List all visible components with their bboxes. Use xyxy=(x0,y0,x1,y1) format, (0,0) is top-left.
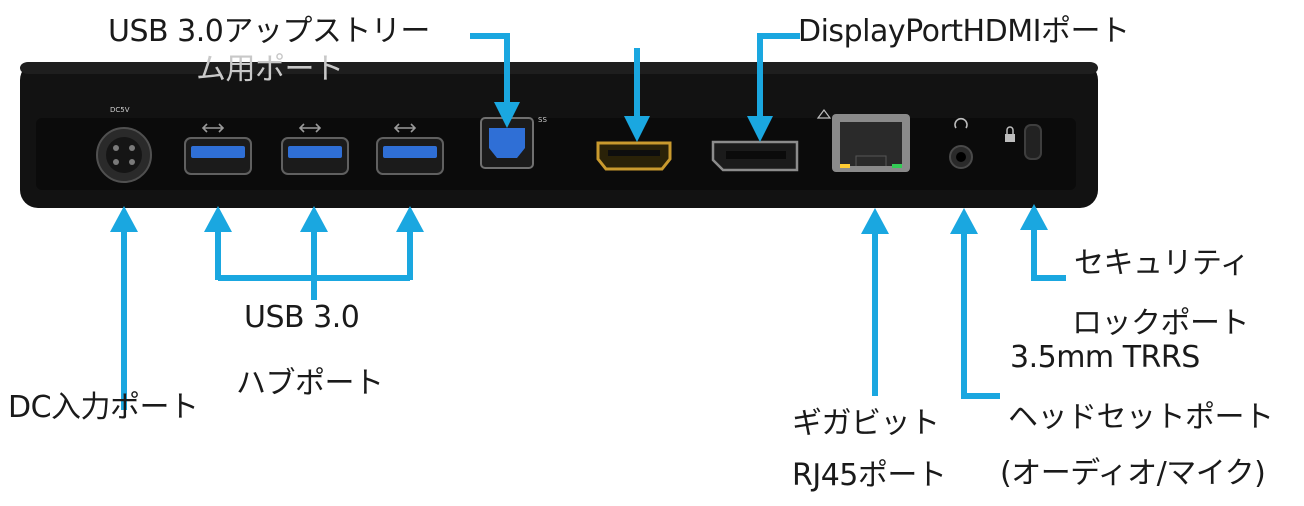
dc-port-icon xyxy=(96,127,152,183)
rj45-port-icon xyxy=(816,109,910,172)
label-headset-line2: ヘッドセットポート xyxy=(1008,400,1274,435)
label-security-line2: ロックポート xyxy=(1072,306,1250,341)
arrows xyxy=(110,33,1066,410)
usb-port-3-icon xyxy=(376,123,444,175)
security-lock-slot-icon xyxy=(1005,124,1042,160)
dc-mark-label: DC5V xyxy=(110,106,130,114)
label-usb-upstream-line1: USB 3.0アップストリー xyxy=(108,14,430,49)
superspeed-mark-label: SS xyxy=(538,116,547,124)
label-security-line1: セキュリティ xyxy=(1074,246,1250,281)
usb-port-1-icon xyxy=(184,123,252,175)
label-usb-hub-line1: USB 3.0 xyxy=(244,300,360,335)
label-headset-line1: 3.5mm TRRS xyxy=(1010,340,1200,375)
headset-port-icon xyxy=(949,117,973,169)
label-headset-line3: (オーディオ/マイク) xyxy=(1000,456,1266,491)
usb-port-2-icon xyxy=(281,123,349,175)
label-usb-hub-line2: ハブポート xyxy=(236,366,384,401)
label-gigabit-line2: RJ45ポート xyxy=(792,458,947,493)
label-usb-upstream-line2: ム用ポート xyxy=(196,52,344,87)
displayport-port-icon xyxy=(711,140,799,172)
usb-upstream-port-icon xyxy=(480,117,534,169)
label-displayport-hdmi: DisplayPortHDMIポート xyxy=(798,14,1130,49)
label-gigabit-line1: ギガビット xyxy=(792,406,940,441)
label-dc-input: DC入力ポート xyxy=(8,390,199,425)
hdmi-port-icon xyxy=(596,141,672,171)
docking-station xyxy=(20,62,1098,208)
